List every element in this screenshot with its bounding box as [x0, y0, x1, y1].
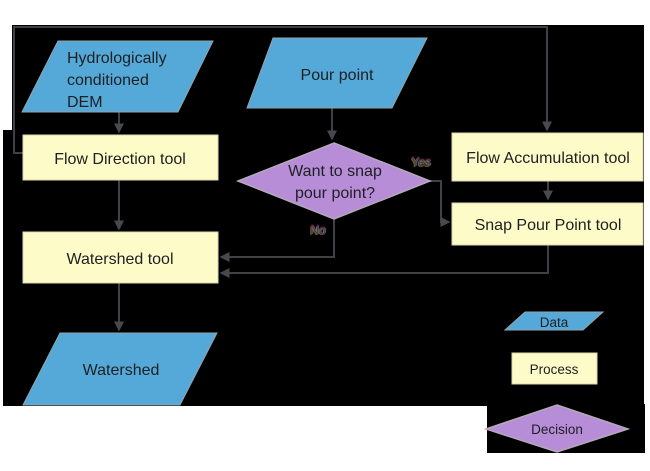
snap-pour-point-label: Snap Pour Point tool: [475, 217, 622, 234]
legend-decision-shape: [483, 404, 631, 453]
decision-node: [235, 142, 433, 220]
watershed-label: Watershed: [83, 362, 160, 379]
flow-accumulation-node: [451, 132, 644, 182]
edge-label-no: No: [310, 223, 326, 237]
dem-label-line3: DEM: [67, 94, 103, 111]
legend-decision-label: Decision: [531, 422, 583, 437]
connector-flow-direction-to-flow-accumulation: [13, 26, 552, 154]
dem-label-line1: Hydrologically: [67, 50, 167, 67]
watershed-tool-node: [22, 231, 219, 284]
canvas-left-notch: [3, 25, 12, 130]
dem-node: [21, 40, 214, 113]
legend-process-shape: [511, 352, 598, 385]
flow-accumulation-label: Flow Accumulation tool: [466, 150, 630, 167]
decision-label-line2: pour point?: [295, 185, 375, 202]
watershed-node: [22, 332, 218, 406]
canvas-right-notch: [644, 390, 650, 405]
pour-point-label: Pour point: [301, 67, 374, 84]
decision-label-line1: Want to snap: [288, 163, 382, 180]
flow-direction-node: [22, 134, 219, 181]
connector-decision-no-to-watershed-tool: [219, 218, 335, 262]
watershed-tool-label: Watershed tool: [66, 251, 173, 268]
pour-point-node: [246, 37, 428, 109]
edge-label-yes: Yes: [411, 155, 431, 169]
legend-data-shape: [503, 311, 605, 331]
legend-process-label: Process: [530, 362, 579, 377]
connector-snap-pour-point-to-watershed-tool: [219, 245, 549, 278]
snap-pour-point-node: [451, 202, 644, 246]
connector-decision-yes-to-snap-pour-point: [429, 180, 451, 227]
legend-data-label: Data: [540, 315, 569, 330]
dem-label-line2: conditioned: [67, 72, 149, 89]
flow-direction-label: Flow Direction tool: [54, 151, 186, 168]
canvas-right-strip: [645, 0, 650, 182]
